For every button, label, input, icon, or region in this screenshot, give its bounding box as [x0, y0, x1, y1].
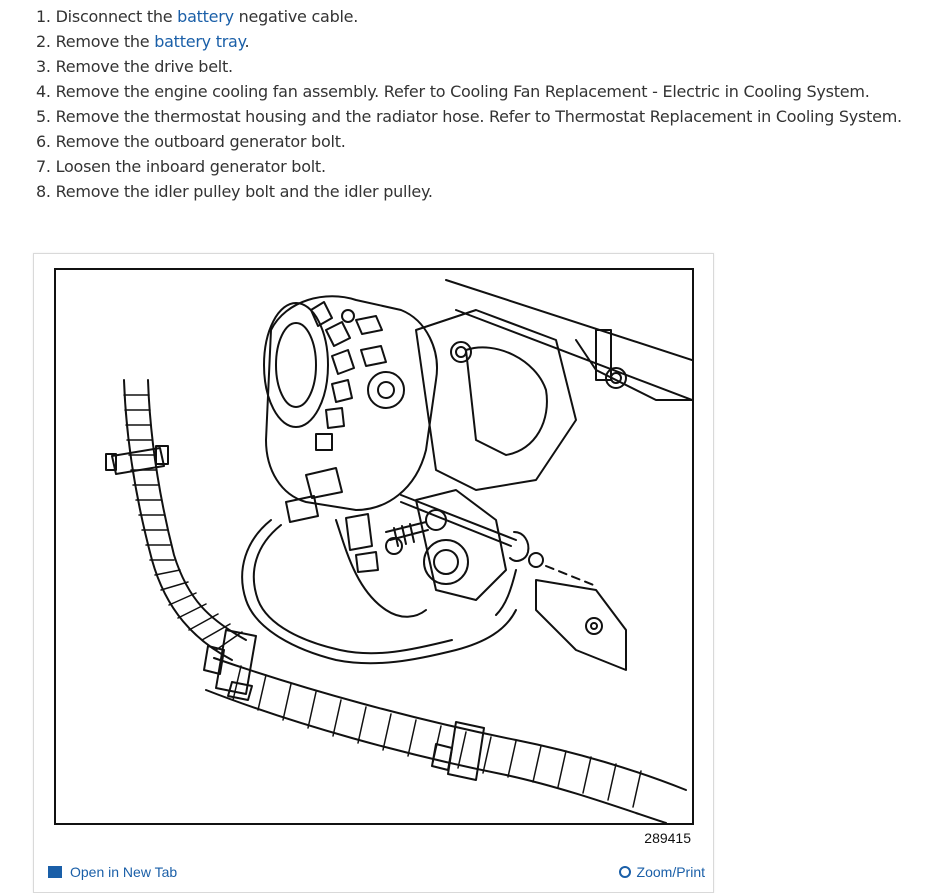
step-item: 1. Disconnect the battery negative cable…: [36, 4, 902, 29]
step-item: 7. Loosen the inboard generator bolt.: [36, 154, 902, 179]
hose-clamp: [447, 721, 485, 781]
step-text: Remove the outboard generator bolt.: [55, 132, 346, 151]
mounting-plate: [535, 579, 627, 671]
bracket-bolt: [450, 341, 472, 363]
idler-bracket: [415, 489, 507, 601]
step-item: 8. Remove the idler pulley bolt and the …: [36, 179, 902, 204]
figure-code: 289415: [644, 830, 691, 846]
step-number: 7.: [36, 157, 51, 176]
zoom-icon: [618, 866, 631, 878]
engine-rail: [445, 279, 692, 401]
step-number: 3.: [36, 57, 51, 76]
hose-clamp: [111, 447, 165, 475]
open-in-new-tab-button[interactable]: Open in New Tab: [48, 864, 177, 880]
step-text: Remove the thermostat housing and the ra…: [55, 107, 903, 126]
step-number: 6.: [36, 132, 51, 151]
open-in-new-tab-label: Open in New Tab: [70, 864, 178, 880]
step-number: 4.: [36, 82, 51, 101]
generator-illustration: [54, 268, 694, 825]
generator-housing: [265, 295, 438, 511]
figure-card: 289415 Open in New Tab Zoom/Print: [33, 253, 714, 893]
generator-pulley: [263, 302, 329, 428]
step-item: 6. Remove the outboard generator bolt.: [36, 129, 902, 154]
engine-bracket: [415, 309, 577, 491]
step-text: Remove the: [55, 32, 155, 51]
generator-bolt-washer: [509, 531, 530, 562]
battery-link[interactable]: battery: [177, 7, 234, 26]
step-item: 4. Remove the engine cooling fan assembl…: [36, 79, 902, 104]
step-number: 8.: [36, 182, 51, 201]
zoom-print-label: Zoom/Print: [636, 864, 705, 880]
generator-line-drawing: [105, 279, 692, 823]
horizontal-hose: [205, 689, 667, 823]
figure-actions: Open in New Tab Zoom/Print: [34, 858, 713, 888]
idler-pulley: [423, 539, 469, 585]
step-text: Remove the drive belt.: [55, 57, 234, 76]
wiring-harness: [241, 519, 517, 665]
rail-bolt: [605, 367, 627, 389]
hose-ribs: [123, 394, 243, 651]
step-number: 1.: [36, 7, 51, 26]
zoom-print-button[interactable]: Zoom/Print: [618, 864, 705, 880]
new-tab-icon: [48, 866, 62, 878]
step-item: 3. Remove the drive belt.: [36, 54, 902, 79]
step-text: .: [244, 32, 250, 51]
vertical-hose: [147, 379, 247, 641]
step-item: 5. Remove the thermostat housing and the…: [36, 104, 902, 129]
step-number: 2.: [36, 32, 51, 51]
horizontal-hose: [213, 657, 687, 791]
idler-bolt: [385, 521, 429, 547]
step-text: negative cable.: [233, 7, 359, 26]
procedure-steps: 1. Disconnect the battery negative cable…: [36, 4, 902, 204]
wiring-harness: [335, 519, 427, 618]
hose-ribs: [232, 665, 642, 808]
harness-connector: [285, 495, 319, 523]
step-item: 2. Remove the battery tray.: [36, 29, 902, 54]
step-text: Disconnect the: [55, 7, 178, 26]
step-number: 5.: [36, 107, 51, 126]
step-text: Remove the idler pulley bolt and the idl…: [55, 182, 433, 201]
step-text: Loosen the inboard generator bolt.: [55, 157, 326, 176]
hose-clamp: [215, 629, 257, 695]
step-text: Remove the engine cooling fan assembly. …: [55, 82, 870, 101]
battery-tray-link[interactable]: battery tray: [154, 32, 245, 51]
